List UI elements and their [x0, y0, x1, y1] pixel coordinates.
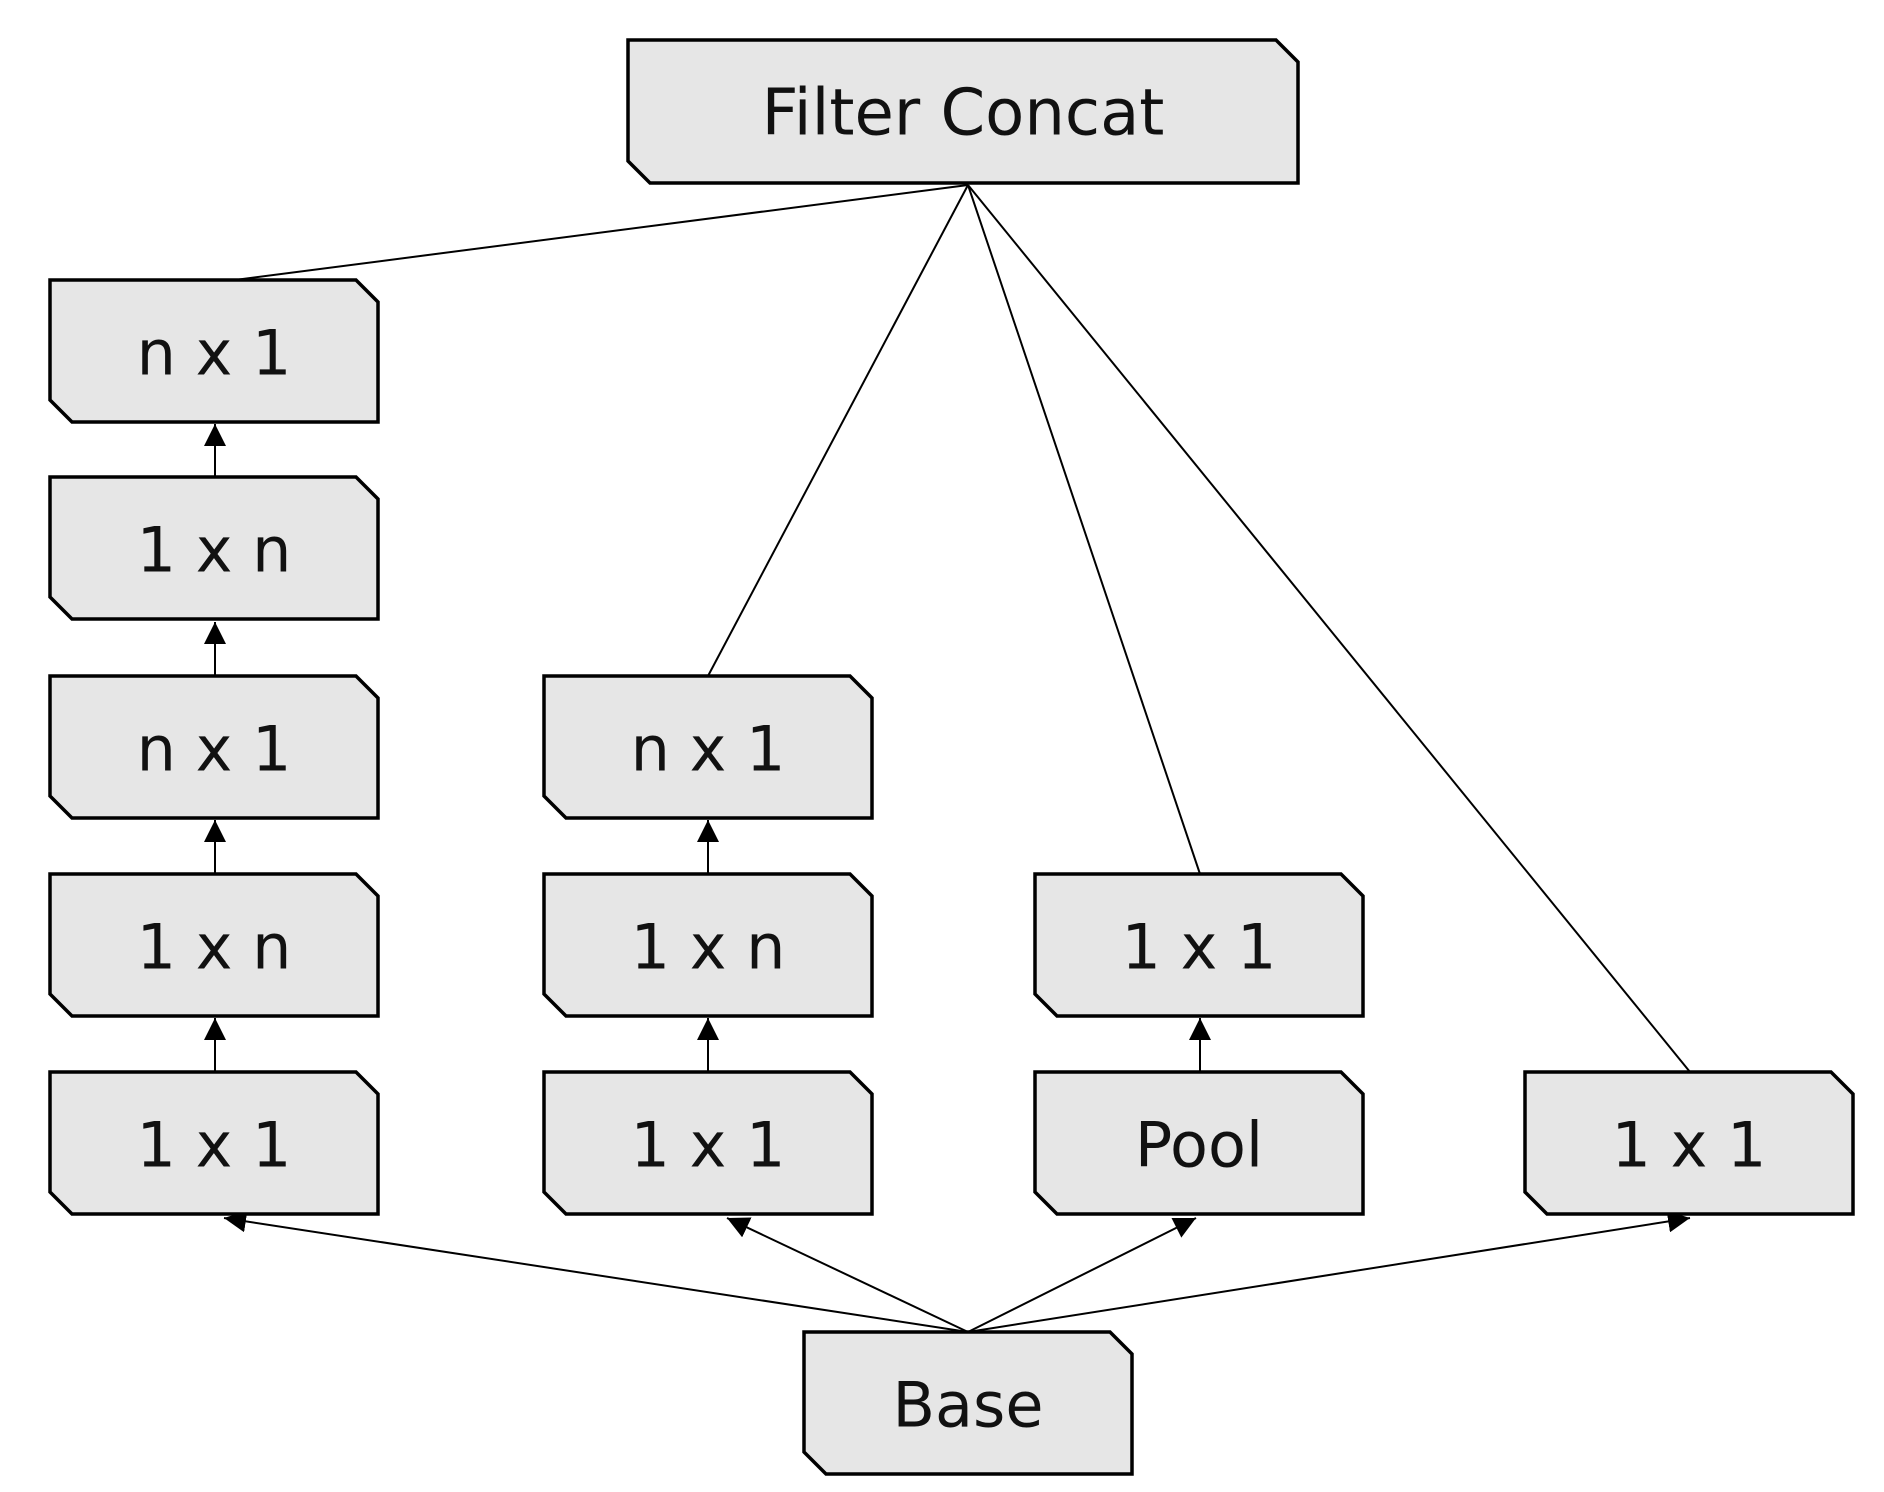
arrow-base-to-b1_1x1: [223, 1210, 969, 1333]
node-box: [1523, 1070, 1855, 1216]
node-box: [626, 38, 1300, 185]
node-label: n x 1: [137, 713, 292, 786]
node-label: Filter Concat: [762, 77, 1165, 151]
node-box: [48, 1070, 380, 1216]
node-box: [48, 872, 380, 1018]
node-box: [1033, 872, 1365, 1018]
node-label: 1 x 1: [137, 1109, 292, 1182]
node-b3-1x1: 1 x 1: [1033, 872, 1365, 1018]
node-box: [1033, 1070, 1365, 1216]
node-box: [48, 475, 380, 621]
node-b2-1xn: 1 x n: [542, 872, 874, 1018]
nodes-layer: Filter Concat n x 1 1 x n n x 1 1 x n 1 x 1 n …: [48, 38, 1855, 1476]
connector-b4_1x1-to-filter_concat: [967, 184, 1691, 1073]
node-label: 1 x 1: [1122, 911, 1277, 984]
node-b1-1x1: 1 x 1: [48, 1070, 380, 1216]
node-box: [542, 872, 874, 1018]
node-label: 1 x n: [137, 514, 292, 587]
node-label: 1 x n: [631, 911, 786, 984]
node-box: [542, 674, 874, 820]
arrow-base-to-b2_1x1: [726, 1217, 969, 1333]
node-label: Base: [893, 1369, 1044, 1442]
node-label: 1 x 1: [631, 1109, 786, 1182]
node-label: n x 1: [137, 317, 292, 390]
node-b1-1xn-upper: 1 x n: [48, 475, 380, 621]
node-b1-1xn-lower: 1 x n: [48, 872, 380, 1018]
node-label: 1 x 1: [1612, 1109, 1767, 1182]
connector-b1_nx1_top-to-filter_concat: [234, 184, 969, 281]
node-base: Base: [802, 1330, 1134, 1476]
arrow-base-to-b3_pool: [967, 1217, 1197, 1333]
node-box: [48, 278, 380, 424]
node-filter-concat: Filter Concat: [626, 38, 1300, 185]
node-label: 1 x n: [137, 911, 292, 984]
node-b4-1x1: 1 x 1: [1523, 1070, 1855, 1216]
node-box: [48, 674, 380, 820]
arrow-base-to-b4_1x1: [967, 1210, 1691, 1333]
node-box: [542, 1070, 874, 1216]
node-b2-nx1: n x 1: [542, 674, 874, 820]
node-box: [802, 1330, 1134, 1476]
connector-b3_1x1-to-filter_concat: [967, 184, 1201, 875]
node-label: Pool: [1135, 1109, 1263, 1182]
edges-layer: [204, 184, 1691, 1333]
node-label: n x 1: [631, 713, 786, 786]
connector-b2_nx1-to-filter_concat: [707, 184, 969, 677]
node-b1-nx1-mid: n x 1: [48, 674, 380, 820]
node-b1-nx1-top: n x 1: [48, 278, 380, 424]
node-b3-pool: Pool: [1033, 1070, 1365, 1216]
node-b2-1x1: 1 x 1: [542, 1070, 874, 1216]
